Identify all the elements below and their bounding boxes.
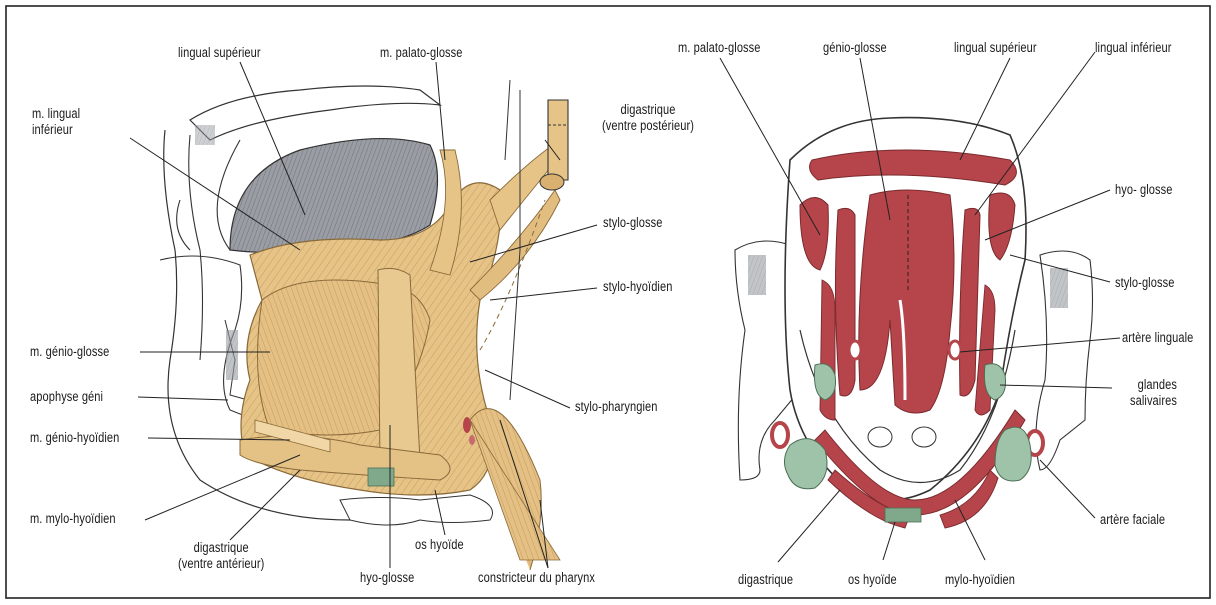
label-digastrique-anterieur: digastrique (ventre antérieur) — [178, 540, 264, 572]
label-stylo-glosse: stylo-glosse — [603, 215, 662, 231]
label-stylo-hyoidien: stylo-hyoïdien — [603, 279, 672, 295]
label-r-palato-glosse: m. palato-glosse — [678, 40, 761, 56]
label-constricteur-pharynx: constricteur du pharynx — [478, 570, 595, 586]
label-lingual-superieur: lingual supérieur — [178, 45, 261, 61]
label-palato-glosse: m. palato-glosse — [380, 45, 463, 61]
label-os-hyoide: os hyoïde — [415, 537, 464, 553]
label-lingual-inferieur: m. lingual inférieur — [32, 106, 80, 138]
left-lateral-view — [160, 80, 568, 570]
label-digastrique-posterieur: digastrique (ventre postérieur) — [602, 102, 694, 134]
label-r-hyo-glosse: hyo- glosse — [1115, 182, 1173, 198]
label-apophyse-geni: apophyse géni — [30, 389, 103, 405]
label-r-artere-faciale: artère faciale — [1100, 512, 1165, 528]
label-r-lingual-inferieur: lingual inférieur — [1095, 40, 1171, 56]
label-r-digastrique: digastrique — [738, 572, 793, 588]
label-r-mylo-hyoidien: mylo-hyoïdien — [945, 572, 1015, 588]
label-genio-hyoidien: m. génio-hyoïdien — [30, 430, 119, 446]
label-genio-glosse: m. génio-glosse — [30, 344, 109, 360]
label-stylo-pharyngien: stylo-pharyngien — [575, 399, 658, 415]
figure-frame — [6, 6, 1210, 598]
label-r-stylo-glosse: stylo-glosse — [1115, 275, 1174, 291]
label-r-artere-linguale: artère linguale — [1122, 330, 1193, 346]
label-r-os-hyoide: os hyoïde — [848, 572, 897, 588]
label-mylo-hyoidien: m. mylo-hyoïdien — [30, 511, 116, 527]
label-r-lingual-superieur: lingual supérieur — [954, 40, 1037, 56]
label-r-genio-glosse: génio-glosse — [823, 40, 887, 56]
label-hyo-glosse: hyo-glosse — [360, 570, 414, 586]
label-r-glandes-salivaires: glandes salivaires — [1130, 377, 1177, 409]
